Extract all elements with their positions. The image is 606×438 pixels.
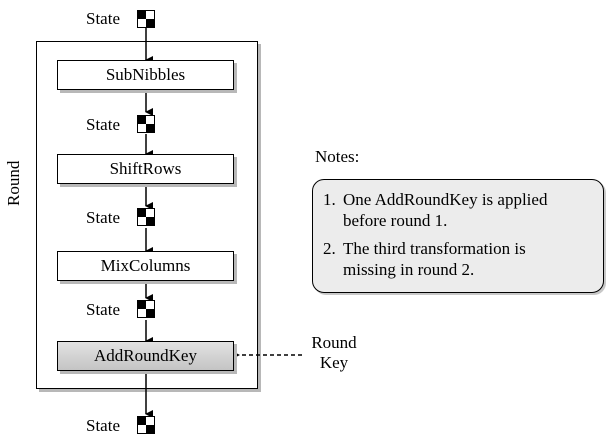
note-item: 1. One AddRoundKey is applied before roun… xyxy=(323,189,605,231)
note-line: One AddRoundKey is applied xyxy=(343,190,548,209)
round-key-line1: Round xyxy=(311,333,357,352)
note-number: 1. xyxy=(323,190,336,209)
state-matrix-icon xyxy=(137,416,155,434)
state-label: State xyxy=(86,9,120,28)
add-round-key-box: AddRoundKey xyxy=(57,341,234,371)
mix-columns-box: MixColumns xyxy=(57,251,234,281)
state-label: State xyxy=(86,115,120,134)
shift-rows-box: ShiftRows xyxy=(57,154,234,184)
state-label: State xyxy=(86,208,120,227)
state-matrix-icon xyxy=(137,208,155,226)
note-number: 2. xyxy=(323,239,336,258)
note-line: before round 1. xyxy=(343,211,448,230)
round-key-label: Round Key xyxy=(305,333,363,373)
state-matrix-icon xyxy=(137,10,155,28)
note-line: The third transformation is xyxy=(343,239,526,258)
note-line: missing in round 2. xyxy=(343,260,475,279)
round-key-line2: Key xyxy=(319,353,349,372)
state-matrix-icon xyxy=(137,300,155,318)
state-label: State xyxy=(86,416,120,435)
sub-nibbles-box: SubNibbles xyxy=(57,60,234,90)
note-item: 2. The third transformation is missing in… xyxy=(323,238,605,280)
notes-title: Notes: xyxy=(315,147,360,166)
state-matrix-icon xyxy=(137,115,155,133)
notes-box: 1. One AddRoundKey is applied before roun… xyxy=(312,179,604,293)
state-label: State xyxy=(86,300,120,319)
